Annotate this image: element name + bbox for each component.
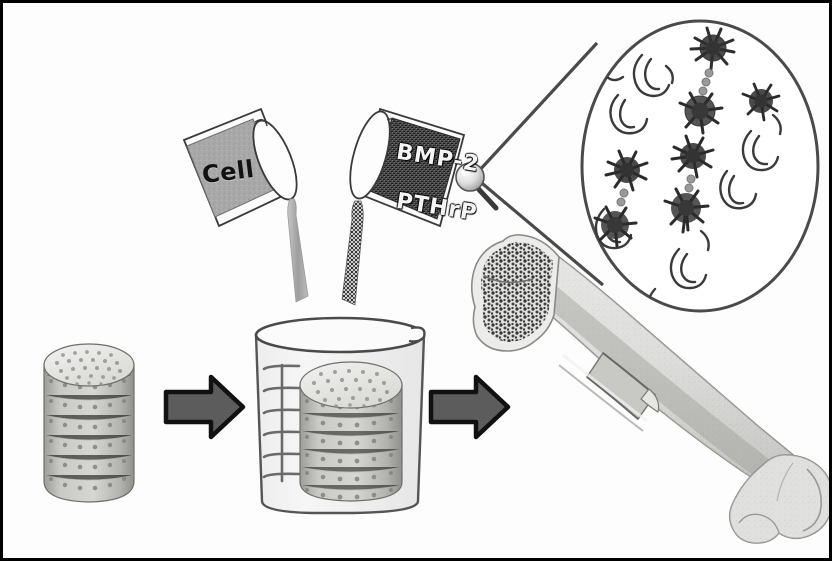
cell-pour-stream	[287, 198, 309, 303]
scaffold-top-face	[43, 343, 135, 387]
graft-segment	[558, 351, 660, 432]
beaker-graduations	[262, 363, 301, 483]
scaffold-top-pores	[55, 350, 122, 386]
ribbon-molecule	[594, 49, 782, 311]
scaffold-in-beaker-pores	[300, 394, 402, 500]
arrow-beaker-to-bone	[428, 374, 511, 440]
spiky-molecule	[670, 134, 715, 179]
magnifier-lens-ball	[455, 162, 485, 192]
growth-factor-pour-stream	[341, 200, 364, 306]
magnified-inset	[580, 19, 820, 313]
scaffold-in-beaker	[299, 361, 403, 502]
beaker-spout	[408, 326, 426, 343]
spiky-molecule	[604, 149, 649, 192]
bone-proximal-head	[470, 234, 560, 352]
cell-container	[182, 107, 309, 303]
trabecular-bone	[481, 241, 553, 342]
arrow-scaffold-to-beaker	[163, 374, 246, 440]
growth-factor-container	[341, 107, 466, 306]
beaker-rim	[254, 316, 426, 354]
growth-factor-container-opening	[349, 110, 391, 200]
femur-bone	[470, 234, 829, 544]
protein-molecules	[593, 26, 782, 311]
scaffold-standalone	[43, 343, 135, 503]
bone-distal-condyles	[728, 454, 829, 544]
